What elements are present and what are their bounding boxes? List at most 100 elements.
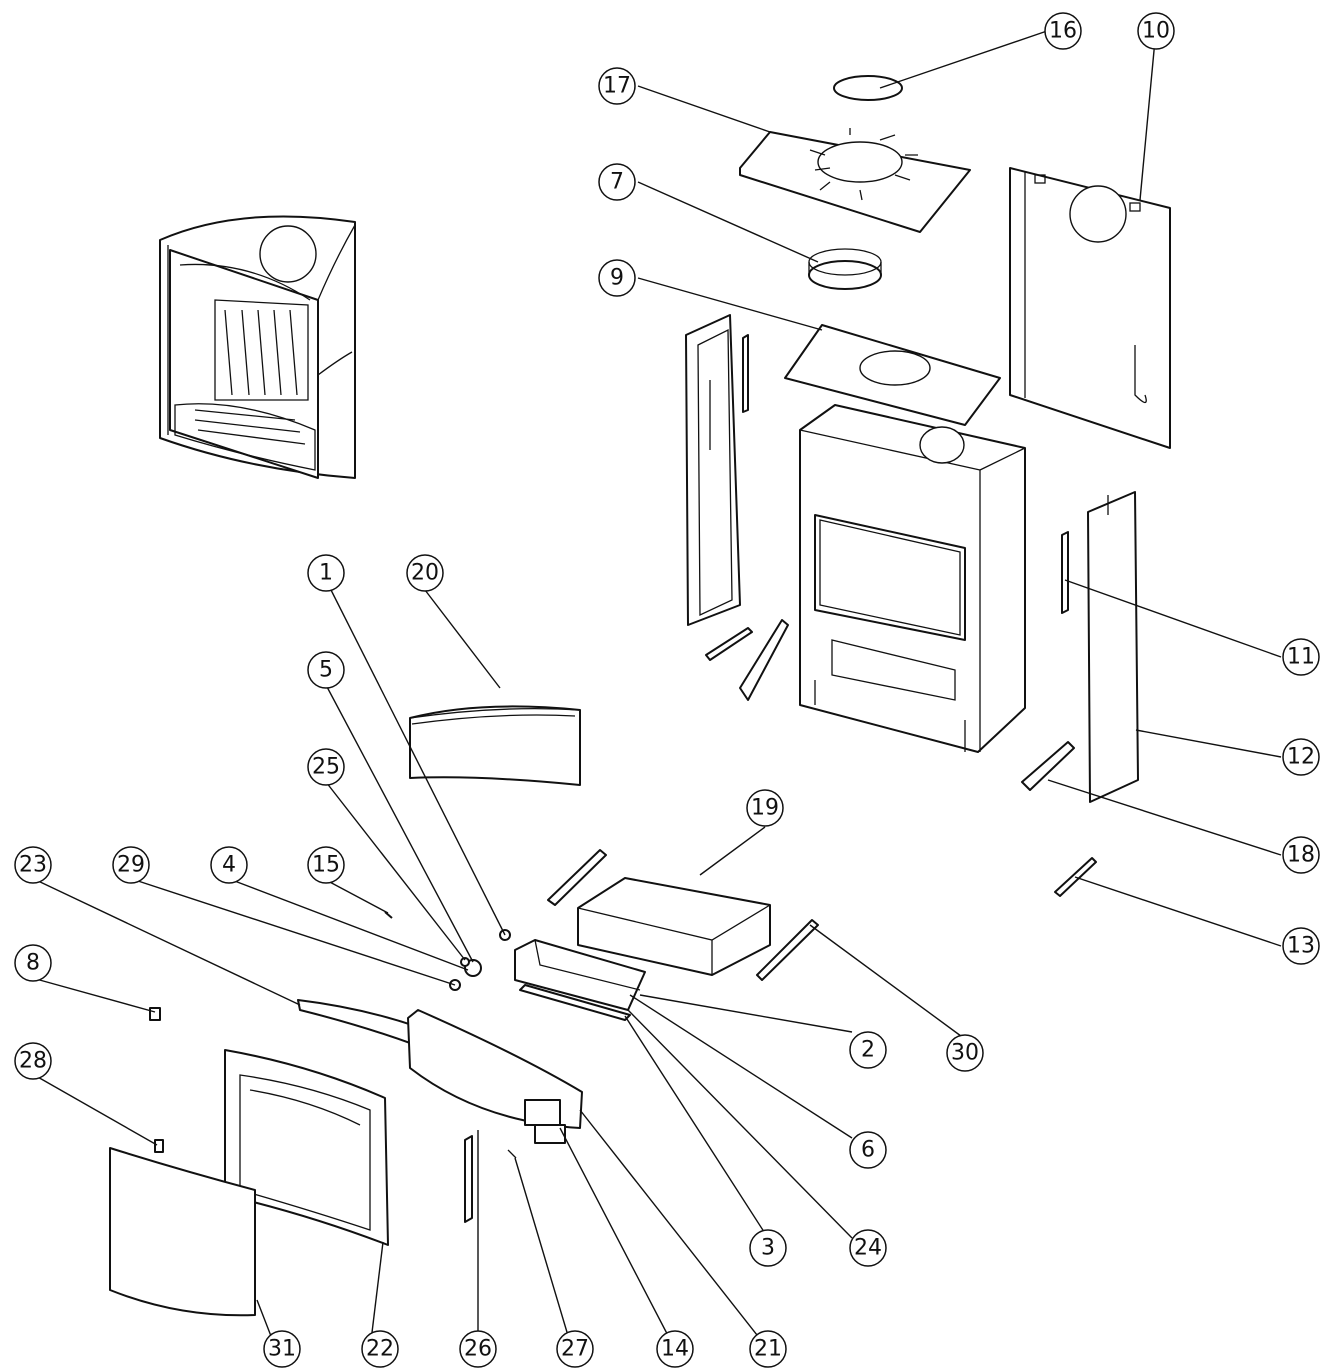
- callout-number: 10: [1142, 19, 1170, 44]
- callout-number: 23: [19, 853, 47, 878]
- callout-number: 1: [319, 561, 333, 586]
- callout-number: 26: [464, 1337, 492, 1362]
- callout-25: 25: [307, 748, 345, 786]
- callout-16: 16: [1044, 12, 1082, 50]
- part-28-latch: [154, 1139, 164, 1153]
- callout-number: 15: [312, 853, 340, 878]
- callout-9: 9: [598, 259, 636, 297]
- part-16-cap: [833, 75, 903, 101]
- callout-circle: [263, 1330, 301, 1368]
- callout-number: 25: [312, 755, 340, 780]
- callout-number: 2: [861, 1038, 875, 1063]
- part-25-pin: [460, 957, 470, 967]
- callout-circle: [746, 789, 784, 827]
- part-10-back-panel: [1009, 167, 1171, 449]
- part-9-top-baffle: [784, 324, 1001, 426]
- callout-circle: [656, 1330, 694, 1368]
- callout-8: 8: [14, 944, 52, 982]
- callout-number: 31: [268, 1337, 296, 1362]
- callout-circle: [1137, 12, 1175, 50]
- callout-number: 4: [222, 853, 236, 878]
- callout-number: 20: [411, 561, 439, 586]
- callout-circle: [849, 1131, 887, 1169]
- part-3-strip: [519, 984, 631, 1021]
- callout-circle: [307, 846, 345, 884]
- callout-15: 15: [307, 846, 345, 884]
- rail-left: [547, 849, 607, 906]
- part-31-glass-panel: [109, 1147, 256, 1317]
- callout-circle: [849, 1031, 887, 1069]
- part-8-latch: [149, 1007, 161, 1021]
- callout-number: 9: [610, 266, 624, 291]
- callout-circle: [14, 944, 52, 982]
- callout-circle: [749, 1330, 787, 1368]
- callout-number: 21: [754, 1337, 782, 1362]
- callout-number: 22: [366, 1337, 394, 1362]
- callout-19: 19: [746, 789, 784, 827]
- left-side-panel: [685, 314, 749, 626]
- callout-circle: [307, 651, 345, 689]
- callout-circle: [307, 554, 345, 592]
- part-18-bracket: [1021, 741, 1075, 791]
- callout-11: 11: [1282, 638, 1320, 676]
- callout-24: 24: [849, 1229, 887, 1267]
- callout-2: 2: [849, 1031, 887, 1069]
- assembled-stove-view: [159, 215, 356, 479]
- callout-31: 31: [263, 1330, 301, 1368]
- callout-circle: [14, 1042, 52, 1080]
- callout-number: 14: [661, 1337, 689, 1362]
- callout-circle: [112, 846, 150, 884]
- callout-number: 5: [319, 658, 333, 683]
- callout-circle: [406, 554, 444, 592]
- callout-circle: [1282, 836, 1320, 874]
- callout-circle: [598, 67, 636, 105]
- callout-circle: [946, 1034, 984, 1072]
- callout-1: 1: [307, 554, 345, 592]
- callout-28: 28: [14, 1042, 52, 1080]
- callout-29: 29: [112, 846, 150, 884]
- left-bracket-2: [739, 619, 789, 701]
- part-19-ash-pan: [577, 877, 771, 976]
- callout-30: 30: [946, 1034, 984, 1072]
- callout-circle: [210, 846, 248, 884]
- main-body-frame: [799, 404, 1026, 753]
- callout-circle: [749, 1229, 787, 1267]
- part-30-rail: [756, 919, 819, 981]
- callout-number: 18: [1287, 843, 1315, 868]
- callout-14: 14: [656, 1330, 694, 1368]
- callout-7: 7: [598, 163, 636, 201]
- leader-lines: [35, 30, 1282, 1350]
- callout-number: 7: [610, 170, 624, 195]
- left-bracket: [705, 627, 753, 661]
- part-22-door-frame: [224, 1049, 389, 1246]
- callout-number: 19: [751, 796, 779, 821]
- callout-number: 12: [1287, 745, 1315, 770]
- callout-circle: [598, 163, 636, 201]
- callout-circle: [361, 1330, 399, 1368]
- part-2-bar: [514, 939, 646, 1011]
- callout-number: 13: [1287, 934, 1315, 959]
- callout-22: 22: [361, 1330, 399, 1368]
- part-27-screw: [507, 1149, 517, 1159]
- callout-number: 28: [19, 1049, 47, 1074]
- callout-number: 27: [561, 1337, 589, 1362]
- callout-number: 30: [951, 1041, 979, 1066]
- part-12-side-panel: [1087, 491, 1139, 803]
- part-26-handle: [464, 1135, 473, 1223]
- callout-number: 8: [26, 951, 40, 976]
- callout-20: 20: [406, 554, 444, 592]
- callout-number: 6: [861, 1138, 875, 1163]
- callout-circle: [1044, 12, 1082, 50]
- callout-circle: [598, 259, 636, 297]
- callout-number: 17: [603, 74, 631, 99]
- callout-circle: [459, 1330, 497, 1368]
- part-14-bracket: [534, 1124, 566, 1144]
- callout-3: 3: [749, 1229, 787, 1267]
- part-21-lower-panel: [407, 1009, 583, 1129]
- part-7-ring: [808, 248, 882, 290]
- callout-4: 4: [210, 846, 248, 884]
- callout-number: 3: [761, 1236, 775, 1261]
- callout-23: 23: [14, 846, 52, 884]
